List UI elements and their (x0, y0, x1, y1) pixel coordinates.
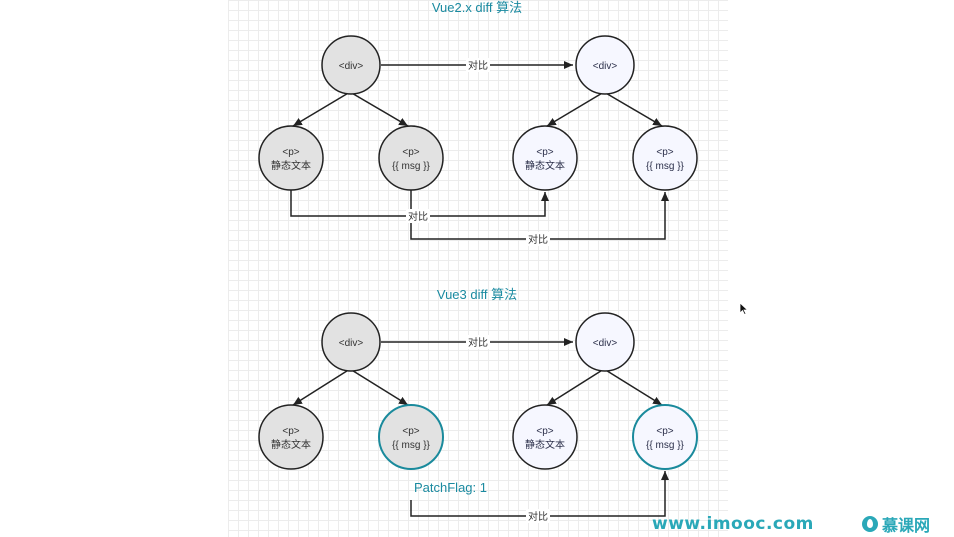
vue2-static-compare-label: 对比 (408, 210, 428, 223)
svg-text:<div>: <div> (593, 338, 618, 349)
svg-text:<p>: <p> (282, 147, 299, 158)
vue3-edge-old-div-p2 (349, 368, 409, 406)
svg-text:静态文本: 静态文本 (271, 438, 311, 451)
svg-text:<p>: <p> (402, 147, 419, 158)
svg-text:静态文本: 静态文本 (525, 159, 565, 172)
mouse-cursor-icon (739, 302, 749, 316)
vue2-title: Vue2.x diff 算法 (432, 0, 522, 15)
vue3-old-div-node: <div> (321, 312, 381, 372)
vue3-old-p-msg-node: <p> {{ msg }} (378, 404, 444, 470)
vue3-old-p-static-node: <p> 静态文本 (258, 404, 324, 470)
svg-text:<p>: <p> (402, 426, 419, 437)
svg-text:{{ msg }}: {{ msg }} (646, 440, 684, 451)
vue2-div-compare-label: 对比 (468, 59, 488, 72)
vue3-edge-new-div-p1 (546, 368, 605, 406)
site-watermark: www.imooc.com (652, 514, 814, 534)
svg-text:<p>: <p> (536, 426, 553, 437)
vue2-new-p-msg-node: <p> {{ msg }} (632, 125, 698, 191)
vue2-edge-old-div-p1 (292, 91, 351, 127)
svg-text:静态文本: 静态文本 (271, 159, 311, 172)
vue3-edge-new-div-p2 (603, 368, 663, 406)
svg-text:<p>: <p> (656, 426, 673, 437)
vue2-new-div-node: <div> (575, 35, 635, 95)
vue3-title: Vue3 diff 算法 (437, 287, 517, 302)
patch-flag-label: PatchFlag: 1 (414, 480, 487, 495)
svg-text:<p>: <p> (656, 147, 673, 158)
vue3-new-p-static-node: <p> 静态文本 (512, 404, 578, 470)
vue2-msg-compare-label: 对比 (528, 233, 548, 246)
svg-text:{{ msg }}: {{ msg }} (392, 440, 430, 451)
vue2-old-p-msg-node: <p> {{ msg }} (378, 125, 444, 191)
svg-text:{{ msg }}: {{ msg }} (646, 161, 684, 172)
brand-name: 慕课网 (882, 516, 931, 535)
svg-text:<div>: <div> (339, 338, 364, 349)
brand-watermark: 慕课网 (862, 514, 931, 535)
svg-text:静态文本: 静态文本 (525, 438, 565, 451)
svg-text:{{ msg }}: {{ msg }} (392, 161, 430, 172)
vue2-edge-new-div-p1 (546, 91, 605, 127)
vue3-div-compare-label: 对比 (468, 336, 488, 349)
vue3-msg-compare-label: 对比 (528, 510, 548, 523)
flame-icon (862, 516, 878, 532)
vue2-edge-new-div-p2 (603, 91, 663, 127)
vue2-new-p-static-node: <p> 静态文本 (512, 125, 578, 191)
svg-text:<div>: <div> (593, 61, 618, 72)
svg-text:<p>: <p> (536, 147, 553, 158)
svg-text:<div>: <div> (339, 61, 364, 72)
svg-text:<p>: <p> (282, 426, 299, 437)
vue2-old-p-static-node: <p> 静态文本 (258, 125, 324, 191)
vue3-new-div-node: <div> (575, 312, 635, 372)
vue3-edge-old-div-p1 (292, 368, 351, 406)
vue3-new-p-msg-node: <p> {{ msg }} (632, 404, 698, 470)
vue2-msg-compare-edge (410, 189, 669, 240)
vue2-edge-old-div-p2 (349, 91, 409, 127)
vue2-old-div-node: <div> (321, 35, 381, 95)
